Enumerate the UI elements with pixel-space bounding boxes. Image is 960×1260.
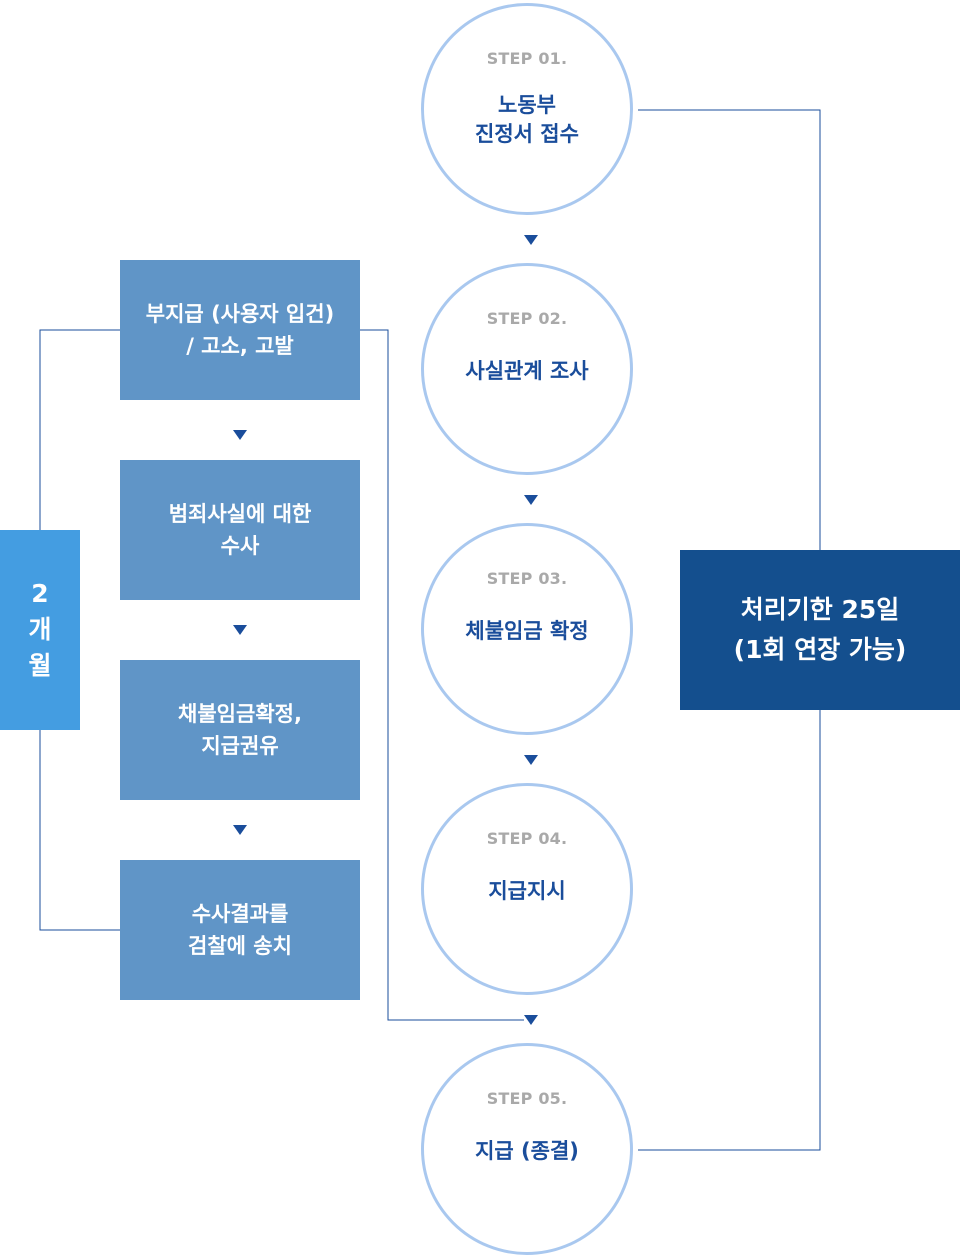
arrow-down-icon bbox=[524, 1015, 538, 1025]
prosecution-referral-box: 수사결과를 검찰에 송치 bbox=[120, 860, 360, 1000]
arrow-down-icon bbox=[233, 825, 247, 835]
step-4-circle: STEP 04. 지급지시 bbox=[421, 783, 633, 995]
step-3-title: 체불임금 확정 bbox=[465, 619, 589, 643]
step-2-label: STEP 02. bbox=[486, 309, 568, 328]
step-4-label: STEP 04. bbox=[486, 829, 568, 848]
step-2-circle: STEP 02. 사실관계 조사 bbox=[421, 263, 633, 475]
arrow-down-icon bbox=[524, 235, 538, 245]
step-5-label: STEP 05. bbox=[486, 1089, 568, 1108]
arrow-down-icon bbox=[524, 755, 538, 765]
step-5-title: 지급 (종결) bbox=[475, 1139, 579, 1163]
investigation-box: 범죄사실에 대한 수사 bbox=[120, 460, 360, 600]
step-3-circle: STEP 03. 체불임금 확정 bbox=[421, 523, 633, 735]
period-number: 2 bbox=[31, 579, 49, 608]
period-box: 2 개 월 bbox=[0, 530, 80, 730]
step-1-title: 노동부 진정서 접수 bbox=[475, 93, 579, 146]
step-1-label: STEP 01. bbox=[486, 49, 568, 68]
nonpayment-box: 부지급 (사용자 입건) / 고소, 고발 bbox=[120, 260, 360, 400]
step-3-label: STEP 03. bbox=[486, 569, 568, 588]
step-2-title: 사실관계 조사 bbox=[465, 359, 589, 383]
deadline-box: 처리기한 25일 (1회 연장 가능) bbox=[680, 550, 960, 710]
nonpayment-to-final-line bbox=[360, 329, 524, 1021]
arrow-down-icon bbox=[524, 495, 538, 505]
arrow-down-icon bbox=[233, 430, 247, 440]
arrow-down-icon bbox=[233, 625, 247, 635]
period-unit-line1: 개 bbox=[28, 615, 52, 644]
step-1-circle: STEP 01. 노동부 진정서 접수 bbox=[421, 3, 633, 215]
period-unit-line2: 월 bbox=[28, 651, 52, 680]
step-4-title: 지급지시 bbox=[488, 879, 566, 903]
step-5-circle: STEP 05. 지급 (종결) bbox=[421, 1043, 633, 1255]
wage-confirmation-box: 채불임금확정, 지급권유 bbox=[120, 660, 360, 800]
